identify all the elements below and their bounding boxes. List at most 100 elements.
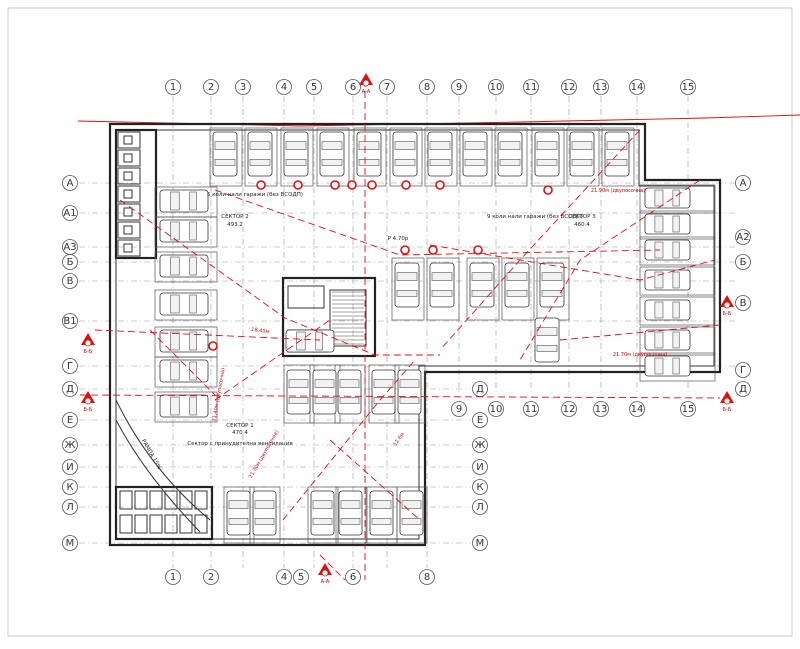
car [310,490,335,536]
svg-text:460.4: 460.4 [574,222,590,228]
svg-text:Б: Б [67,257,74,268]
svg-text:Д: Д [739,384,747,395]
distance-label-2: 21.70м (двупосочна) [613,352,667,358]
column-axis-bottom-13: 13 [593,401,609,417]
car [286,369,311,415]
row-axis-right-А2: А2 [735,229,751,245]
svg-text:Б-Б: Б-Б [723,407,732,413]
distance-label-1: 21.90м (двупосочна) [591,188,645,194]
column-axis-bottom-2: 2 [203,569,219,585]
row-axis-Л: Л [62,499,78,515]
svg-text:К: К [476,482,483,493]
car [534,131,560,177]
svg-text:Л: Л [476,502,484,513]
row-axis-inner-Л: Л [472,499,488,515]
svg-text:11: 11 [525,404,538,415]
column-axis-bottom-6: 6 [345,569,361,585]
svg-text:470.4: 470.4 [232,430,248,436]
column-axis-6: 6 [345,79,361,95]
row-axis-А3: А3 [62,239,78,255]
svg-text:12: 12 [563,404,576,415]
svg-text:6: 6 [350,82,356,93]
car [247,131,273,177]
column-axis-bottom-12: 12 [561,401,577,417]
row-axis-Е: Е [62,412,78,428]
car [159,292,209,316]
level-mark: P 4.70p [388,236,409,242]
section-markers: Б-ББ-ББ-ББ-БА-АА-А [81,73,734,585]
row-axis-inner-К: К [472,479,488,495]
car [371,369,396,415]
car [369,490,394,536]
row-axis-inner-Ж: Ж [472,437,488,453]
column-axis-8: 8 [419,79,435,95]
svg-text:Д: Д [476,384,484,395]
column-axis-bottom-5: 5 [293,569,309,585]
svg-text:Д: Д [66,384,74,395]
svg-text:493.2: 493.2 [227,222,243,228]
column-axis-bottom-9: 9 [451,401,467,417]
row-axis-Ж: Ж [62,437,78,453]
row-axis-right-В: В [735,295,751,311]
svg-text:14: 14 [631,82,644,93]
svg-text:6: 6 [350,572,356,583]
car [427,131,453,177]
column-axis-13: 13 [593,79,609,95]
sector-1-label: СЕКТОР 1 470.4 Сектор с принудителна вен… [187,423,292,447]
svg-text:8: 8 [424,82,430,93]
svg-text:2: 2 [208,82,214,93]
car [539,262,565,308]
svg-text:Сектор с принудителна вентилац: Сектор с принудителна вентилация [187,441,292,447]
car [644,187,691,209]
section-marker-2: Б-Б [720,295,734,317]
section-marker-0: Б-Б [81,333,95,355]
column-axis-4: 4 [276,79,292,95]
svg-text:5 коли нали гаражи (без ВСОДП): 5 коли нали гаражи (без ВСОДП) [207,192,303,198]
building-outer-wall [108,122,722,547]
service-rooms-left [114,128,158,260]
row-axis-right-Б: Б [735,254,751,270]
car [569,131,595,177]
row-axis-Б: Б [62,254,78,270]
column-axis-3: 3 [235,79,251,95]
svg-text:В: В [740,298,747,309]
row-axis-inner-Д: Д [472,381,488,397]
row-axis-Д: Д [62,381,78,397]
svg-text:Ж: Ж [65,440,76,451]
car [644,239,691,261]
column-axis-15: 15 [680,79,696,95]
svg-text:13: 13 [595,404,608,415]
svg-text:А: А [740,178,747,189]
column-axis-bottom-1: 1 [165,569,181,585]
car [159,189,209,213]
car [644,299,691,321]
column-axis-2: 2 [203,79,219,95]
distance-label-5: 18.40м [251,327,270,335]
column-axis-bottom-8: 8 [419,569,435,585]
svg-text:А2: А2 [736,232,749,243]
distance-label-3: 21.40м (двупосочна) [211,367,226,422]
svg-text:11: 11 [525,82,538,93]
svg-text:М: М [476,538,485,549]
column-axis-bottom-10: 10 [488,401,504,417]
car [394,262,420,308]
svg-text:14: 14 [631,404,644,415]
svg-text:И: И [476,462,483,473]
svg-text:12: 12 [563,82,576,93]
cars [159,131,691,536]
car [399,490,424,536]
ramp-label: РАМПА 15% [140,438,162,470]
svg-text:А3: А3 [63,242,76,253]
svg-text:15: 15 [682,82,695,93]
car [497,131,523,177]
sector-2-label: 5 коли нали гаражи (без ВСОДП) СЕКТОР 2 … [207,192,303,228]
car [469,262,495,308]
car [644,269,691,291]
car [159,359,209,383]
row-axis-К: К [62,479,78,495]
